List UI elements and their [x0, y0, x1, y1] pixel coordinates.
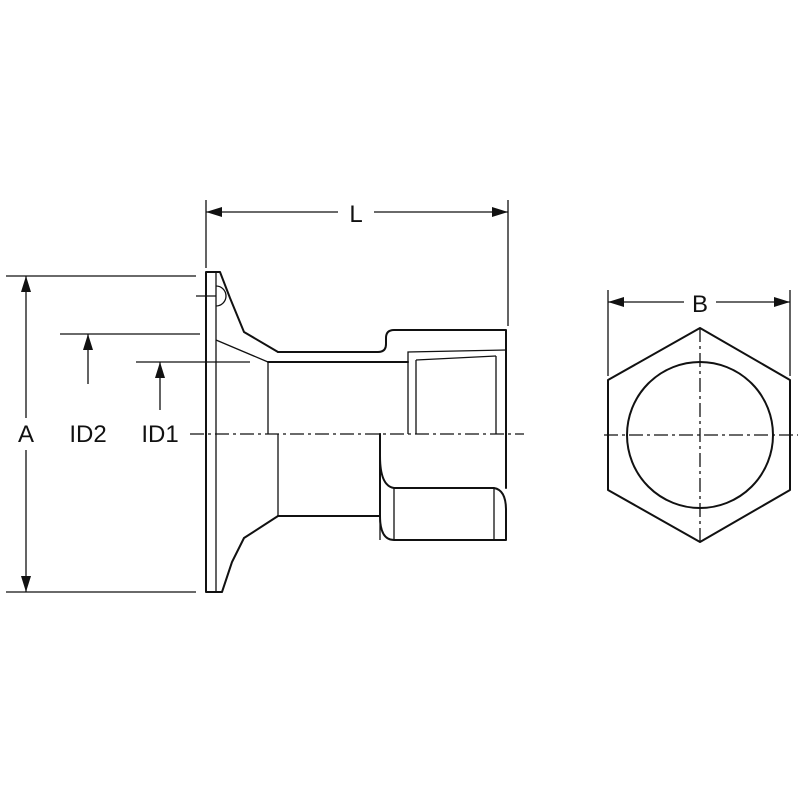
flange-outline-top	[205, 271, 279, 435]
neck-bottom	[277, 433, 381, 517]
label-a: A	[18, 421, 34, 448]
l-arrow-left	[206, 207, 222, 217]
flange-outline-bottom	[205, 433, 279, 593]
neck-top	[277, 329, 507, 435]
label-l: L	[349, 201, 362, 228]
side-view	[196, 271, 507, 593]
id2-arrow	[83, 334, 93, 350]
label-id2: ID2	[69, 421, 106, 448]
a-arrow-bottom	[21, 576, 31, 592]
dimension-id1: ID1	[136, 361, 250, 448]
label-id1: ID1	[141, 421, 178, 448]
label-b: B	[692, 291, 708, 318]
flange-groove	[215, 285, 227, 307]
dimension-l: L	[205, 200, 509, 326]
bore-taper	[215, 339, 269, 363]
b-arrow-left	[608, 297, 624, 307]
hex-body-lower	[379, 433, 507, 541]
dimension-id2: ID2	[60, 333, 200, 448]
l-arrow-right	[492, 207, 508, 217]
b-arrow-right	[774, 297, 790, 307]
id1-arrow	[155, 362, 165, 378]
a-arrow-top	[21, 276, 31, 292]
thread-root	[415, 355, 497, 361]
end-view	[604, 327, 798, 543]
dimension-a: A	[6, 275, 196, 593]
dimension-b: B	[607, 290, 791, 376]
thread-taper	[407, 349, 507, 362]
